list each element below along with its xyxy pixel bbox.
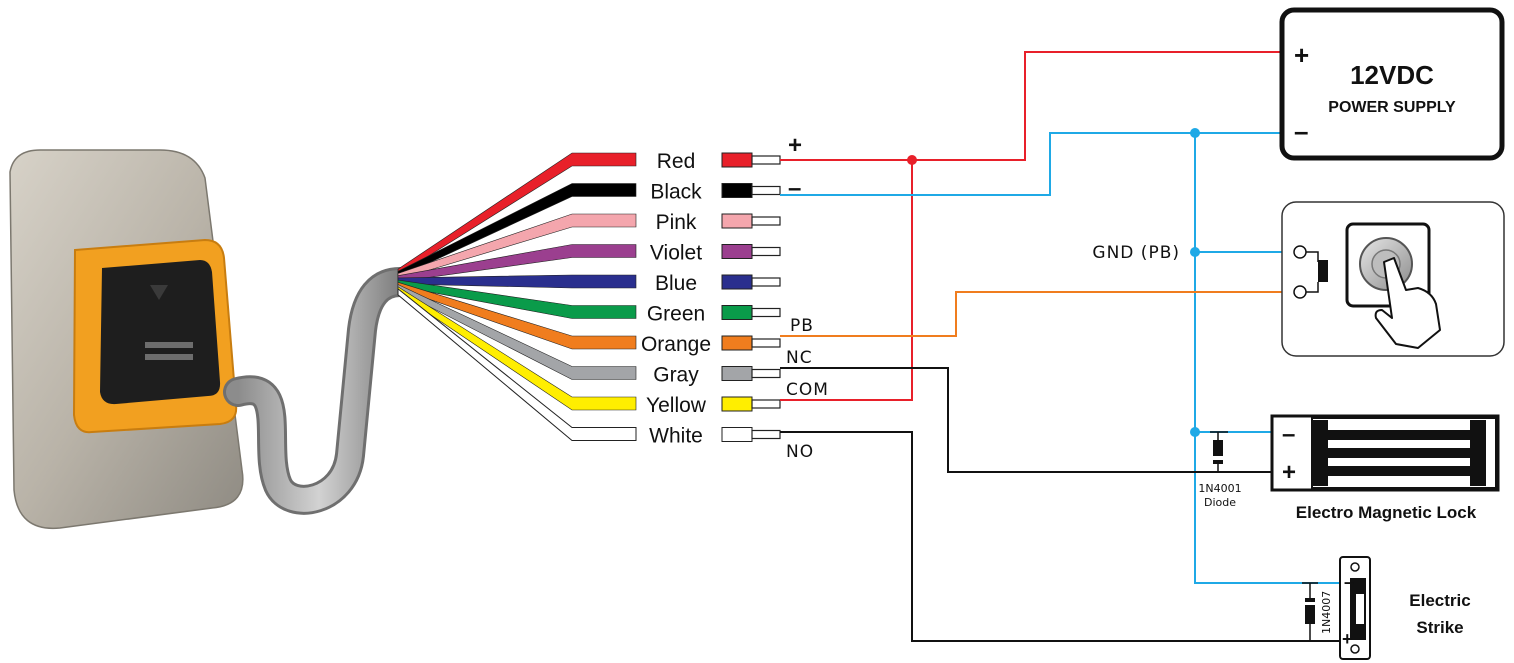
wire-sleeve xyxy=(721,244,753,259)
wire-terminal-tip xyxy=(751,246,781,257)
wire-label: Yellow xyxy=(646,394,707,417)
wire-sleeve xyxy=(721,152,753,168)
wire-terminal-tip xyxy=(751,429,781,440)
maglock-label: Electro Magnetic Lock xyxy=(1296,503,1477,522)
terminal-minus-label: – xyxy=(788,175,801,202)
power-supply: + – 12VDC POWER SUPPLY xyxy=(1279,7,1505,161)
wire-label: Red xyxy=(657,150,696,173)
diode-1n4001: 1N4001 Diode xyxy=(1198,431,1242,509)
wire-label: Blue xyxy=(655,272,697,295)
terminal-nc-label: NC xyxy=(786,348,813,368)
push-button-panel xyxy=(1281,201,1505,357)
terminal-pb-label: PB xyxy=(790,316,814,336)
wire-orange: Orange xyxy=(397,281,781,356)
wire-sleeve xyxy=(721,213,753,229)
wire-white: White xyxy=(397,287,781,448)
wire-label: Pink xyxy=(656,211,697,234)
terminal-plus-label: + xyxy=(788,132,802,159)
terminal-com-label: COM xyxy=(786,380,829,400)
fingerprint-reader-icon xyxy=(9,149,244,530)
wire-sleeve xyxy=(721,274,753,290)
wire-violet: Violet xyxy=(397,242,781,283)
maglock-minus: – xyxy=(1282,421,1295,448)
wire-terminal-tip xyxy=(751,399,781,409)
power-supply-plus: + xyxy=(1294,40,1309,70)
junction-dot xyxy=(1190,247,1200,257)
positive-line xyxy=(780,51,1282,161)
pushbutton-line xyxy=(780,291,1282,337)
wire-green: Green xyxy=(397,279,781,326)
electro-magnetic-lock: – + Electro Magnetic Lock xyxy=(1270,414,1500,522)
wire-label: Gray xyxy=(653,364,699,387)
diode-1n4007-part: 1N4007 xyxy=(1320,591,1333,634)
no-line xyxy=(780,431,1340,642)
wire-terminal-tip xyxy=(751,368,781,379)
junction-dot xyxy=(907,155,917,165)
wire-black: Black xyxy=(397,181,781,278)
wire-sleeve xyxy=(721,305,753,320)
diode-1n4001-part: 1N4001 xyxy=(1198,482,1241,495)
wire-sleeve xyxy=(721,335,753,351)
wire-blue: Blue xyxy=(397,272,781,295)
electric-strike: – + Electric Strike xyxy=(1339,556,1471,660)
wire-label: Black xyxy=(650,181,702,204)
wire-label: Green xyxy=(647,303,705,326)
strike-label-line2: Strike xyxy=(1416,618,1463,637)
wire-terminal-tip xyxy=(751,277,781,287)
hand-pointer-icon xyxy=(1374,257,1441,349)
wire-sleeve xyxy=(721,183,753,198)
maglock-plus: + xyxy=(1282,459,1296,486)
strike-plus: + xyxy=(1342,629,1353,649)
wire-terminal-tip xyxy=(751,307,781,318)
wire-label: Orange xyxy=(641,333,711,356)
power-supply-label: POWER SUPPLY xyxy=(1328,99,1456,116)
wire-terminal-tip xyxy=(751,338,781,348)
ground-bus-line xyxy=(1194,133,1340,584)
junction-dot xyxy=(1190,427,1200,437)
wire-label: Violet xyxy=(650,242,702,265)
wire-sleeve xyxy=(721,396,753,412)
wire-terminal-tip xyxy=(751,155,781,165)
wire-terminal-tip xyxy=(751,216,781,226)
gnd-pb-label: GND (PB) xyxy=(1092,243,1180,263)
wire-sleeve xyxy=(721,366,753,381)
terminal-no-label: NO xyxy=(786,442,814,462)
power-supply-voltage: 12VDC xyxy=(1350,60,1434,90)
strike-minus: – xyxy=(1344,572,1354,592)
junction-dot xyxy=(1190,128,1200,138)
wire-sleeve xyxy=(721,427,753,442)
strike-label-line1: Electric xyxy=(1409,591,1470,610)
power-supply-minus: – xyxy=(1294,116,1308,146)
positive-to-com-line xyxy=(780,160,913,401)
nc-line xyxy=(780,367,1272,473)
diode-1n4001-word: Diode xyxy=(1204,496,1236,509)
negative-line xyxy=(780,132,1282,196)
wire-label: White xyxy=(649,425,703,448)
circuit-lines xyxy=(780,51,1340,642)
diode-1n4007: 1N4007 xyxy=(1302,582,1333,641)
wire-terminal-tip xyxy=(751,185,781,196)
wire-fan: RedBlackPinkVioletBlueGreenOrangeGrayYel… xyxy=(397,150,781,448)
